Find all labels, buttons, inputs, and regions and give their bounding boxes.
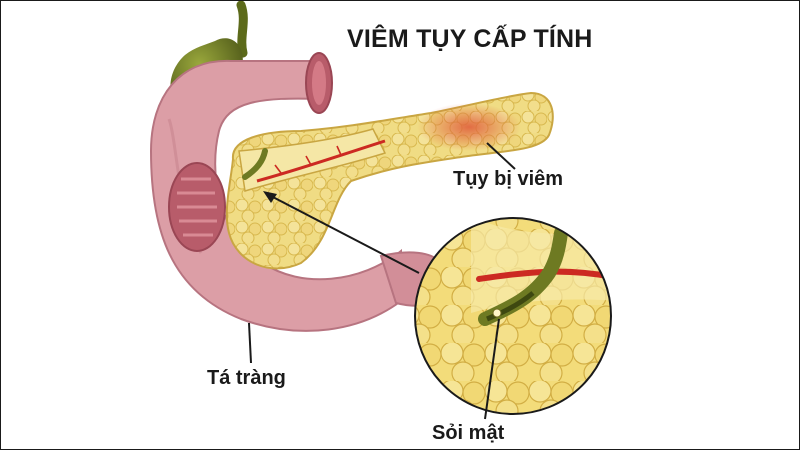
leader-lines bbox=[248, 142, 516, 420]
gallstone-dot bbox=[492, 308, 502, 318]
duodenum bbox=[149, 52, 443, 332]
pancreas bbox=[225, 91, 554, 270]
zoom-detail bbox=[414, 217, 612, 415]
label-gallstone: Sỏi mật bbox=[432, 422, 505, 444]
pointer-line bbox=[263, 191, 420, 274]
inflammation-area bbox=[417, 103, 521, 151]
bile-duct bbox=[242, 148, 268, 180]
pancreatic-artery bbox=[256, 139, 386, 183]
diagram-title: VIÊM TỤY CẤP TÍNH bbox=[347, 25, 593, 53]
label-inflamed-pancreas: Tụy bị viêm bbox=[453, 168, 564, 190]
label-duodenum: Tá tràng bbox=[207, 367, 286, 389]
